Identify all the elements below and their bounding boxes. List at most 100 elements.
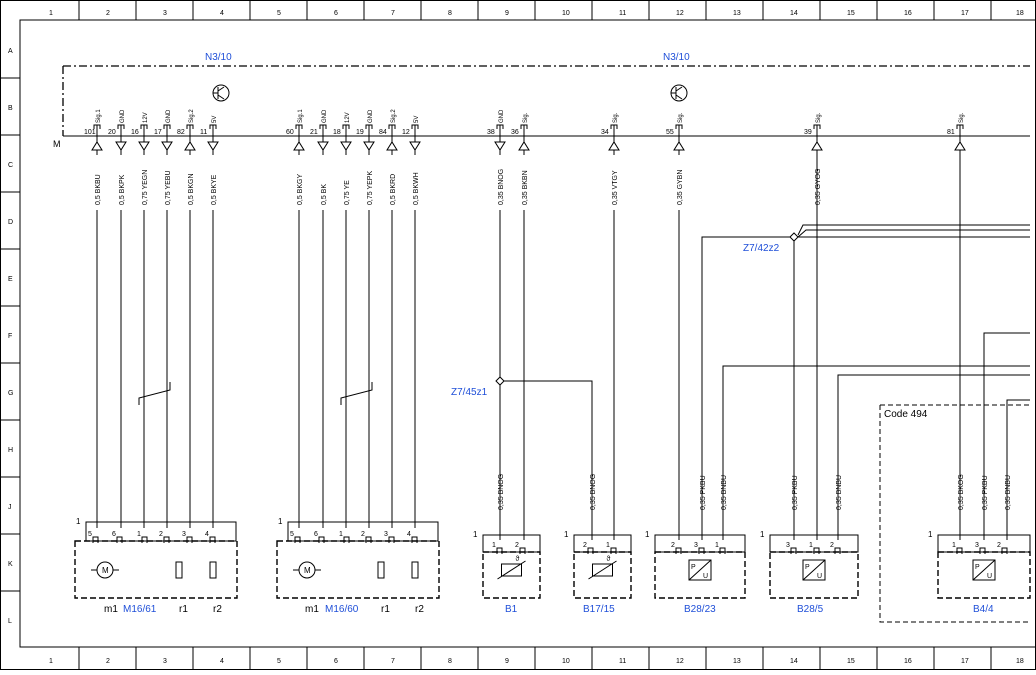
wire: [722, 365, 1030, 540]
wire-label: 0,75 YE: [344, 180, 351, 205]
grid-column-label: 12: [676, 10, 684, 17]
grid-column-label: 4: [220, 658, 224, 665]
splice-label-z7-42z2: Z7/42z2: [743, 243, 780, 254]
pin-type-label: 12V: [345, 112, 351, 123]
component-pin-contact: [719, 547, 726, 554]
grid-column-label: 14: [790, 10, 798, 17]
grid-column-label: 14: [790, 658, 798, 665]
component-pin-contact: [956, 547, 963, 554]
grid-column-label: 17: [961, 10, 969, 17]
grid-column-label: 8: [448, 10, 452, 17]
sensor-slash: [688, 559, 712, 581]
transistor-icon: [670, 84, 688, 102]
grid-column-label: 3: [163, 10, 167, 17]
wire: [983, 332, 1030, 540]
pin-type-label: Sig.2: [189, 109, 195, 123]
wire-label: 0,35 BNBU: [836, 475, 843, 510]
pin-number: 18: [333, 129, 341, 136]
pressure-symbol-u: U: [817, 573, 822, 580]
component-pin-number: 2: [361, 531, 365, 538]
wire: [500, 380, 593, 540]
grid-row-label: L: [8, 618, 12, 625]
temperature-sensor-icon: [501, 563, 522, 577]
grid-column-label: 12: [676, 658, 684, 665]
component-corner-number: 1: [278, 517, 283, 526]
control-unit-label-right: N3/10: [663, 52, 690, 63]
wire-label: 0,35 BNOG: [498, 474, 505, 510]
pin-number: 11: [200, 129, 207, 136]
grid-column-label: 1: [49, 10, 53, 17]
pin-type-label: 5V: [414, 116, 420, 123]
component-pin-number: 4: [205, 531, 209, 538]
pin-number: 16: [131, 129, 139, 136]
grid-column-label: 16: [904, 658, 912, 665]
temperature-symbol: ϑ: [516, 556, 520, 563]
pin-number: 17: [154, 129, 162, 136]
grid-column-label: 3: [163, 658, 167, 665]
component-pin-number: 2: [515, 542, 519, 549]
grid-column-label: 4: [220, 10, 224, 17]
component-pin-number: 1: [606, 542, 610, 549]
component-id: B17/15: [583, 604, 615, 615]
pin-type-label: Sig.: [613, 112, 619, 123]
component-pin-number: 6: [314, 531, 318, 538]
component-body: [654, 551, 746, 599]
pin-type-label: GND: [166, 109, 172, 123]
component-id: M16/61: [123, 604, 157, 615]
component-pin-number: 2: [997, 542, 1001, 549]
wire-label: 0,5 BK: [321, 184, 328, 205]
grid-row-label: A: [8, 48, 13, 55]
component-body: [74, 540, 238, 599]
pin-number: 19: [356, 129, 364, 136]
component-pin-number: 5: [88, 531, 92, 538]
component-pin-number: 2: [159, 531, 163, 538]
control-unit-label-left: N3/10: [205, 52, 232, 63]
component-pin-contact: [698, 547, 705, 554]
wire-label: 0,75 YEBU: [165, 170, 172, 205]
grid-column-label: 11: [619, 10, 626, 17]
wire-label: 0,5 BKWH: [413, 172, 420, 205]
component-pin-contact: [92, 536, 99, 543]
component-body: [769, 551, 859, 599]
component-corner-number: 1: [645, 530, 650, 539]
component-pin-number: 6: [112, 531, 116, 538]
sensor-slash: [972, 559, 996, 581]
component-pin-number: 1: [137, 531, 141, 538]
sensor-slash: [802, 559, 826, 581]
pin-number: 60: [286, 129, 294, 136]
component-body: [482, 551, 541, 599]
component-id: B1: [505, 604, 518, 615]
grid-column-label: 8: [448, 658, 452, 665]
wire-label: 0,5 BKRD: [390, 174, 397, 205]
grid-column-label: 6: [334, 10, 338, 17]
grid-column-label: 7: [391, 10, 395, 17]
pin-type-label: Sig.2: [391, 109, 397, 123]
pin-type-label: GND: [499, 109, 505, 123]
pin-type-label: Sig.: [959, 112, 965, 123]
component-pin-number: 4: [407, 531, 411, 538]
component-pin-number: 2: [671, 542, 675, 549]
grid-column-label: 18: [1016, 10, 1024, 17]
component-pin-contact: [141, 536, 148, 543]
grid-column-label: 7: [391, 658, 395, 665]
pin-number: 81: [947, 129, 955, 136]
pressure-sensor-icon: [688, 559, 712, 581]
pin-number: 21: [310, 129, 318, 136]
grid-column-label: 5: [277, 10, 281, 17]
splice-icon: [495, 376, 505, 386]
wire: [797, 224, 1030, 236]
component-pin-number: 1: [715, 542, 719, 549]
component-body: [937, 551, 1031, 599]
pin-number: 36: [511, 129, 519, 136]
wire-label: 0,35 GYOG: [815, 168, 822, 205]
component-pin-number: 3: [694, 542, 698, 549]
grid-column-label: 18: [1016, 658, 1024, 665]
component-id: B4/4: [973, 604, 994, 615]
subcomponent-label: r2: [415, 604, 424, 615]
component-pin-contact: [813, 547, 820, 554]
component-pin-contact: [496, 547, 503, 554]
